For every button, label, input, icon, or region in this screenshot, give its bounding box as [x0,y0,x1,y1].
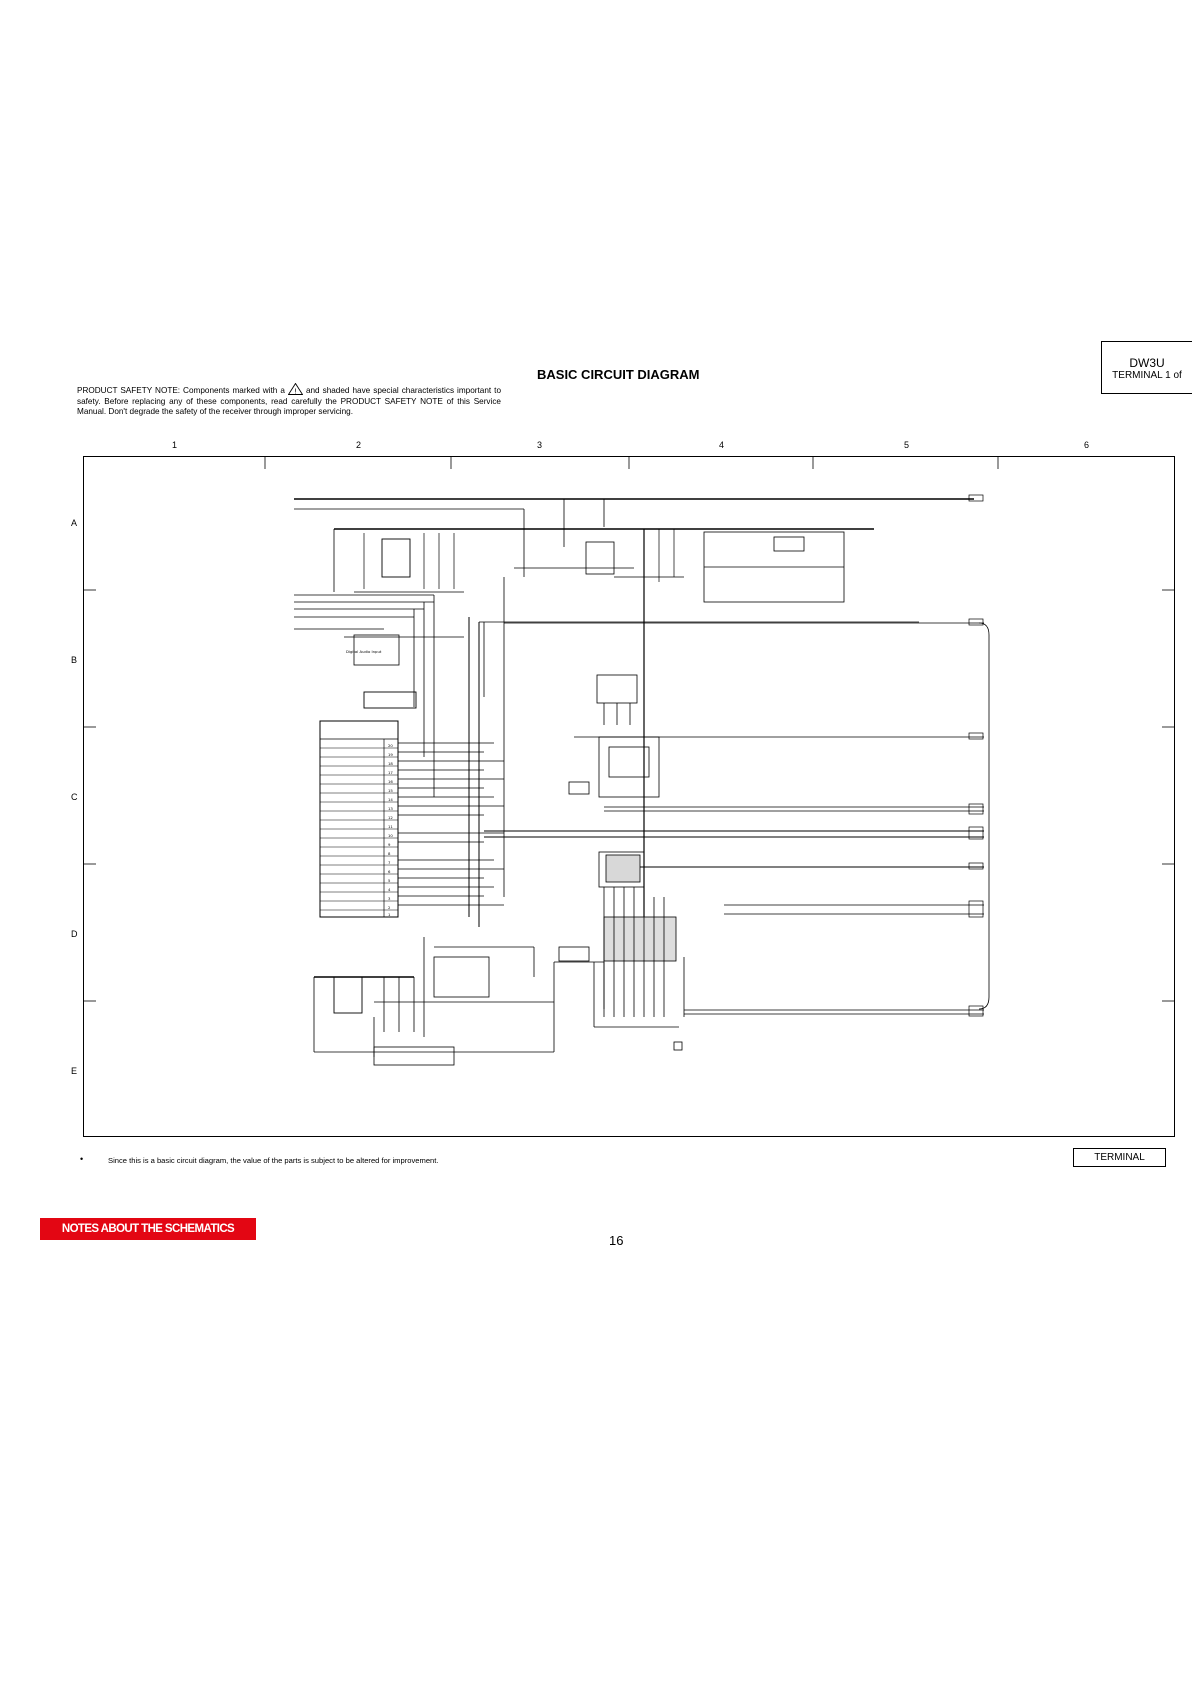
connector-pin-label: 1 [388,912,391,917]
digital-audio-input-label: Digital Audio Input [346,649,382,654]
model-box: DW3U TERMINAL 1 of [1101,341,1192,394]
model-code: DW3U [1129,356,1165,370]
grid-row-label: D [71,929,78,939]
input-section [294,567,919,927]
connector-pin-label: 20 [388,743,393,748]
notes-about-schematics-button[interactable]: NOTES ABOUT THE SCHEMATICS [40,1218,256,1240]
connector-pin-label: 13 [388,806,393,811]
safety-note-text-end: and shaded have special characteristics … [77,386,501,416]
connector-pin-label: 14 [388,797,393,802]
connector-pin-label: 8 [388,851,391,856]
center-ic [568,674,660,798]
grid-row-label: C [71,792,78,802]
footnote-bullet: • [80,1154,84,1164]
circuit-schematic: Digital Audio Input 20 19 18 17 16 15 14… [84,457,1174,1066]
lower-left-section [313,937,605,1066]
page-title: BASIC CIRCUIT DIAGRAM [537,367,700,382]
connector-block [319,720,504,918]
grid-column-label: 3 [537,440,543,450]
svg-text:!: ! [294,388,297,396]
connector-pin-label: 10 [388,833,393,838]
grid-column-label: 2 [356,440,362,450]
connector-pin-label: 3 [388,896,391,901]
sheet-label: TERMINAL 1 of [1112,370,1182,381]
connector-pin-label: 18 [388,761,393,766]
connector-pin-label: 12 [388,815,393,820]
signal-lines-right [484,622,990,1015]
schematic-frame [83,456,1175,1137]
grid-column-label: 4 [719,440,725,450]
grid-row-label: E [71,1066,78,1076]
lower-right-section [558,851,685,1051]
connector-pin-label: 16 [388,779,393,784]
connector-pin-label: 11 [388,824,393,829]
grid-column-label: 5 [904,440,910,450]
safety-note: PRODUCT SAFETY NOTE: Components marked w… [77,383,501,418]
connector-pin-label: 2 [388,905,391,910]
safety-note-text-start: PRODUCT SAFETY NOTE: Components marked w… [77,386,285,395]
connector-pin-label: 6 [388,869,391,874]
grid-column-label: 6 [1084,440,1090,450]
connector-pin-label: 7 [388,860,391,865]
grid-ticks [84,457,1174,1002]
connector-pin-label: 15 [388,788,393,793]
connector-pin-label: 9 [388,842,391,847]
component-labels: Digital Audio Input 20 19 18 17 16 15 14… [346,649,393,917]
connector-pin-label: 4 [388,887,391,892]
terminal-connectors [968,494,984,1017]
connector-pin-label: 5 [388,878,391,883]
terminal-label: TERMINAL [1073,1148,1166,1167]
grid-column-label: 1 [172,440,178,450]
warning-triangle-icon: ! [287,383,303,396]
grid-row-label: A [71,518,78,528]
footnote: Since this is a basic circuit diagram, t… [108,1156,439,1165]
connector-pin-label: 17 [388,770,393,775]
grid-row-label: B [71,655,78,665]
connector-pin-label: 19 [388,752,393,757]
page-number: 16 [609,1233,624,1248]
